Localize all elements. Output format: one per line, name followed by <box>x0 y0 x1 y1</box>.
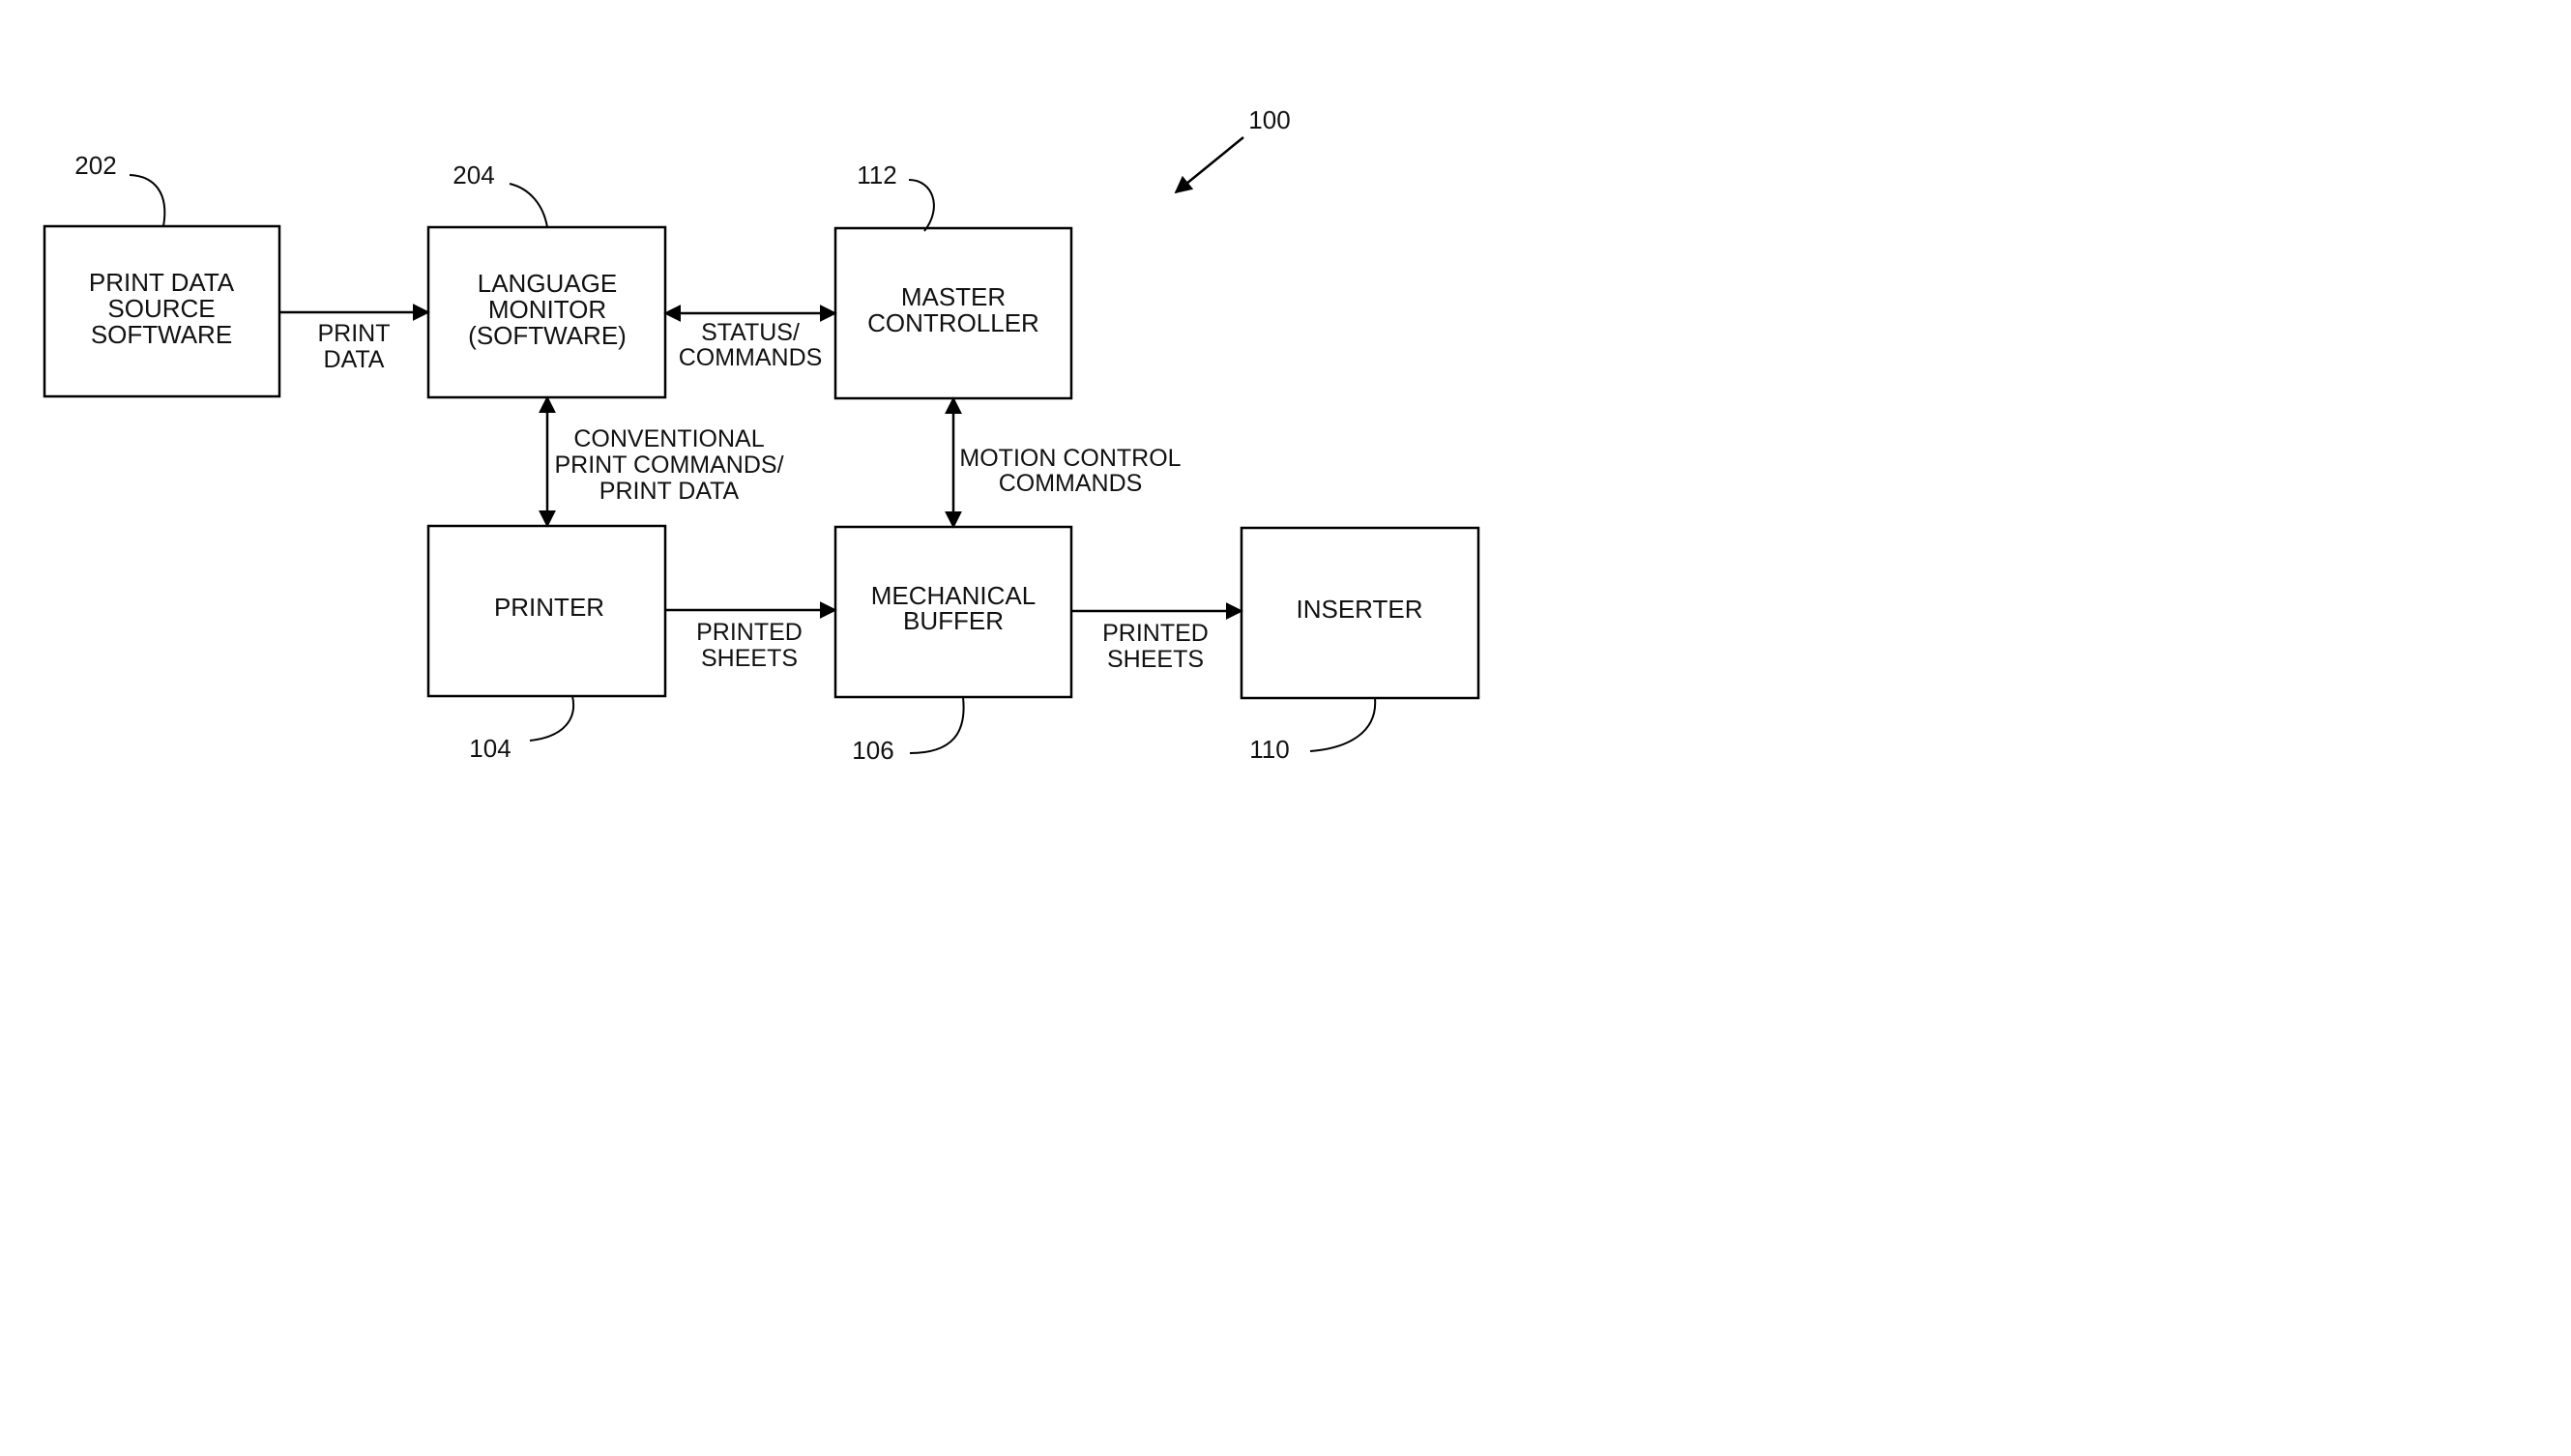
printer-line-1: PRINTER <box>494 593 604 622</box>
conventional-print-label-line-2: PRINT COMMANDS/ <box>554 451 783 479</box>
printed-sheets-arrow-1: PRINTED SHEETS <box>665 610 835 672</box>
printed-sheets-1-label-line-1: PRINTED <box>696 619 803 646</box>
master-controller-line-1: MASTER <box>901 282 1006 311</box>
ref-202-number: 202 <box>74 151 116 180</box>
language-monitor-line-2: MONITOR <box>488 295 606 324</box>
ref-110: 110 <box>1249 698 1375 764</box>
print-data-source-block: PRINT DATA SOURCE SOFTWARE <box>44 226 279 396</box>
master-controller-block: MASTER CONTROLLER <box>835 228 1071 398</box>
language-monitor-line-3: (SOFTWARE) <box>468 321 627 350</box>
print-data-arrow: PRINT DATA <box>279 312 428 373</box>
printed-sheets-arrow-2: PRINTED SHEETS <box>1071 611 1242 673</box>
ref-106: 106 <box>852 697 963 765</box>
motion-control-label-line-2: COMMANDS <box>999 470 1143 497</box>
print-data-label-line-1: PRINT <box>318 320 391 347</box>
ref-100-number: 100 <box>1248 105 1290 134</box>
status-commands-arrow: STATUS/ COMMANDS <box>665 313 835 371</box>
language-monitor-block: LANGUAGE MONITOR (SOFTWARE) <box>428 227 665 397</box>
mechanical-buffer-line-2: BUFFER <box>903 606 1004 635</box>
master-controller-line-2: CONTROLLER <box>867 308 1039 337</box>
conventional-print-arrow: CONVENTIONAL PRINT COMMANDS/ PRINT DATA <box>547 397 784 526</box>
ref-202: 202 <box>74 151 164 226</box>
print-data-source-line-3: SOFTWARE <box>91 320 232 349</box>
ref-112-number: 112 <box>857 160 896 189</box>
conventional-print-label-line-1: CONVENTIONAL <box>573 425 764 452</box>
motion-control-arrow: MOTION CONTROL COMMANDS <box>953 398 1182 527</box>
printed-sheets-2-label-line-1: PRINTED <box>1102 620 1209 647</box>
ref-204: 204 <box>453 160 547 227</box>
language-monitor-line-1: LANGUAGE <box>478 269 618 298</box>
inserter-line-1: INSERTER <box>1297 595 1423 624</box>
mechanical-buffer-block: MECHANICAL BUFFER <box>835 527 1071 697</box>
ref-104-number: 104 <box>469 734 511 763</box>
status-commands-label-line-1: STATUS/ <box>701 319 800 346</box>
block-diagram: PRINT DATA SOURCE SOFTWARE LANGUAGE MONI… <box>0 0 1509 857</box>
printed-sheets-1-label-line-2: SHEETS <box>701 645 798 672</box>
ref-204-number: 204 <box>453 160 494 189</box>
ref-100: 100 <box>1176 105 1291 192</box>
ref-106-number: 106 <box>852 736 893 765</box>
printed-sheets-2-label-line-2: SHEETS <box>1107 646 1204 673</box>
print-data-source-line-1: PRINT DATA <box>89 268 235 297</box>
conventional-print-label-line-3: PRINT DATA <box>599 478 740 505</box>
print-data-label-line-2: DATA <box>324 346 385 373</box>
printer-block: PRINTER <box>428 526 665 696</box>
motion-control-label-line-1: MOTION CONTROL <box>959 445 1181 472</box>
inserter-block: INSERTER <box>1242 528 1478 698</box>
ref-104: 104 <box>469 696 573 763</box>
ref-112: 112 <box>857 160 934 231</box>
print-data-source-line-2: SOURCE <box>107 294 215 323</box>
ref-110-number: 110 <box>1249 735 1289 764</box>
status-commands-label-line-2: COMMANDS <box>679 344 823 371</box>
